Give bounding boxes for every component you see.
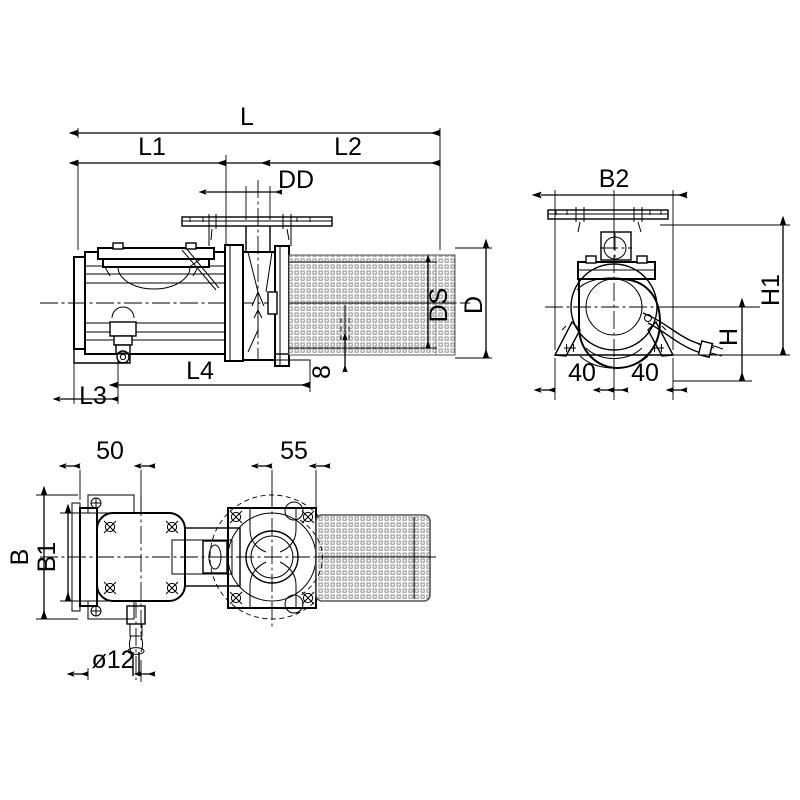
motor-foot — [73, 349, 131, 364]
dim-label-B1: B1 — [33, 542, 61, 573]
plan-neck — [184, 527, 241, 587]
plan-jacket-hidden-arc — [299, 519, 323, 597]
flange-bolt-right — [282, 214, 292, 229]
flange-extension-lines — [208, 229, 292, 246]
dim-label-8: 8 — [308, 365, 336, 379]
pump-volute-body — [242, 224, 311, 367]
plan-box-bolt-tr — [165, 520, 179, 534]
plan-flange-bolt-br — [301, 591, 315, 605]
dim-label-40-left: 40 — [568, 359, 596, 387]
plan-body-left-b — [249, 561, 267, 608]
cable-ferrule — [697, 340, 714, 359]
flange-stud-tails — [210, 228, 290, 241]
terminal-box-lug-right — [185, 242, 197, 250]
dim-label-50: 50 — [96, 437, 124, 465]
discharge-neck — [245, 224, 271, 252]
plan-shaft-end — [208, 544, 222, 570]
dim-label-D: D — [460, 296, 488, 314]
cable-lower — [647, 322, 699, 353]
plan-motor-neck — [171, 527, 241, 587]
front-elevation-view: B2 H1 H 40 40 — [531, 165, 790, 400]
plan-lug-bottom — [87, 600, 135, 620]
dim-label-L: L — [240, 103, 254, 131]
volute-spiral — [576, 277, 655, 297]
volute-boss — [267, 291, 278, 315]
dim-label-B2: B2 — [599, 165, 630, 193]
terminal-box-lug-left — [112, 242, 124, 250]
plan-cable-collar — [127, 647, 145, 655]
plan-cable-taper — [129, 635, 143, 653]
diffuser-right — [265, 251, 273, 293]
plan-lug-top — [87, 494, 135, 514]
plan-view: 50 55 B B1 ø12 — [6, 437, 436, 682]
dim-label-H1: H1 — [757, 274, 785, 306]
dim-label-40-right: 40 — [631, 359, 659, 387]
plan-stud-bottom — [284, 594, 304, 614]
front-view-dimensions: B2 H1 H 40 40 — [531, 165, 790, 400]
weld-leader — [181, 247, 220, 291]
front-flange-plate — [547, 207, 669, 233]
dim-label-d12: ø12 — [91, 646, 134, 674]
front-terminal-box — [577, 231, 656, 280]
plan-box-bolt-tl — [103, 520, 117, 534]
terminal-box-front — [600, 231, 632, 261]
plan-flange-bolt-tl — [229, 510, 243, 524]
jacket-hole-hidden — [340, 318, 350, 344]
volute-drain-edge — [275, 359, 311, 366]
dim-label-55: 55 — [280, 437, 308, 465]
plan-box-bolt-br — [165, 581, 179, 595]
front-power-cable — [642, 312, 724, 359]
plan-body-right — [279, 508, 297, 553]
plan-body-right-b — [279, 561, 297, 608]
dim-label-L3: L3 — [79, 382, 107, 410]
flange-bolt-left — [208, 214, 217, 229]
terminal-box-arc — [117, 266, 191, 290]
dim-label-H: H — [715, 328, 743, 346]
plan-terminal-box — [40, 494, 400, 640]
plan-stud-top — [284, 501, 304, 521]
flange-hidden-bolt-right — [296, 217, 311, 226]
cable-entry — [644, 314, 652, 322]
plan-neck-inner — [171, 539, 233, 575]
side-view-dimensions: L L1 L2 DD DS D 8 — [52, 103, 492, 410]
top-flange-plate — [181, 180, 333, 360]
dim-label-L4: L4 — [186, 357, 214, 385]
plan-cable — [126, 600, 146, 680]
plan-centre-lines — [40, 498, 400, 640]
front-volute — [545, 255, 700, 372]
plan-cooling-jacket — [299, 514, 436, 602]
plan-body-left — [249, 508, 267, 553]
terminal-box-body — [97, 247, 215, 260]
side-elevation-view: L L1 L2 DD DS D 8 — [40, 103, 492, 410]
flange-hidden-bolt-left — [189, 217, 204, 226]
dim-label-DD: DD — [278, 166, 314, 194]
dim-label-L2: L2 — [334, 133, 362, 161]
cable-upper — [642, 312, 701, 345]
plan-flange-bolt-tr — [301, 510, 315, 524]
dim-label-L1: L1 — [138, 133, 166, 161]
dim-label-DS: DS — [425, 288, 453, 323]
plan-jacket-hatch — [315, 514, 431, 602]
plan-box-bolt-bl — [103, 581, 117, 595]
dim-label-B: B — [6, 549, 34, 566]
plan-flange-bolt-bl — [229, 591, 243, 605]
plan-view-dimensions: 50 55 B B1 ø12 — [6, 437, 331, 682]
lantern-flange — [224, 244, 244, 362]
